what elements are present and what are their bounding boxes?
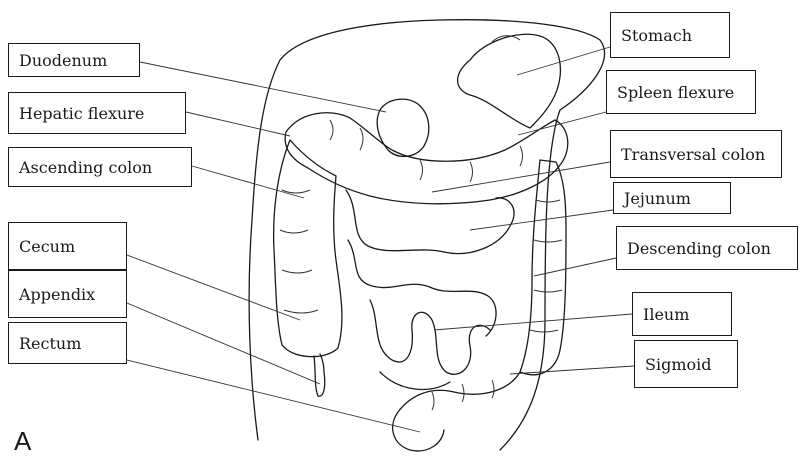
label-stomach: Stomach: [610, 12, 730, 58]
label-hepatic-flexure: Hepatic flexure: [8, 92, 186, 134]
leader-ascending-colon: [192, 166, 304, 198]
leader-appendix: [127, 303, 320, 384]
label-jejunum: Jejunum: [613, 182, 731, 214]
leader-stomach: [517, 47, 610, 75]
leader-jejunum: [470, 210, 613, 230]
label-sigmoid: Sigmoid: [634, 340, 738, 388]
leader-rectum: [127, 360, 420, 432]
small-intestine-loops: [346, 190, 514, 389]
label-descending-colon: Descending colon: [616, 226, 798, 270]
leader-lines: [127, 47, 634, 432]
panel-letter: A: [14, 426, 31, 457]
leader-transversal-colon: [432, 162, 610, 192]
haustra-ascending: [280, 190, 318, 313]
label-appendix: Appendix: [8, 270, 127, 318]
leader-sigmoid: [510, 366, 634, 374]
label-transversal-colon: Transversal colon: [610, 130, 782, 178]
haustra-transverse: [330, 120, 523, 182]
ascending-colon-shape: [274, 140, 342, 357]
appendix-shape: [314, 354, 325, 396]
stomach-shape: [458, 34, 561, 128]
label-duodenum: Duodenum: [8, 43, 140, 77]
sigmoid-shape: [393, 372, 520, 451]
leader-ileum: [434, 314, 632, 330]
abdomen-outline: [249, 20, 604, 450]
leader-spleen-flexure: [518, 112, 606, 135]
descending-colon-shape: [520, 160, 566, 375]
label-cecum: Cecum: [8, 222, 127, 270]
leader-descending-colon: [534, 258, 616, 276]
label-rectum: Rectum: [8, 322, 127, 364]
haustra-sigmoid: [432, 380, 494, 410]
duodenum-shape: [377, 99, 429, 156]
leader-hepatic-flexure: [186, 112, 290, 136]
label-spleen-flexure: Spleen flexure: [606, 70, 756, 114]
label-ascending-colon: Ascending colon: [8, 147, 192, 187]
label-ileum: Ileum: [632, 292, 732, 336]
